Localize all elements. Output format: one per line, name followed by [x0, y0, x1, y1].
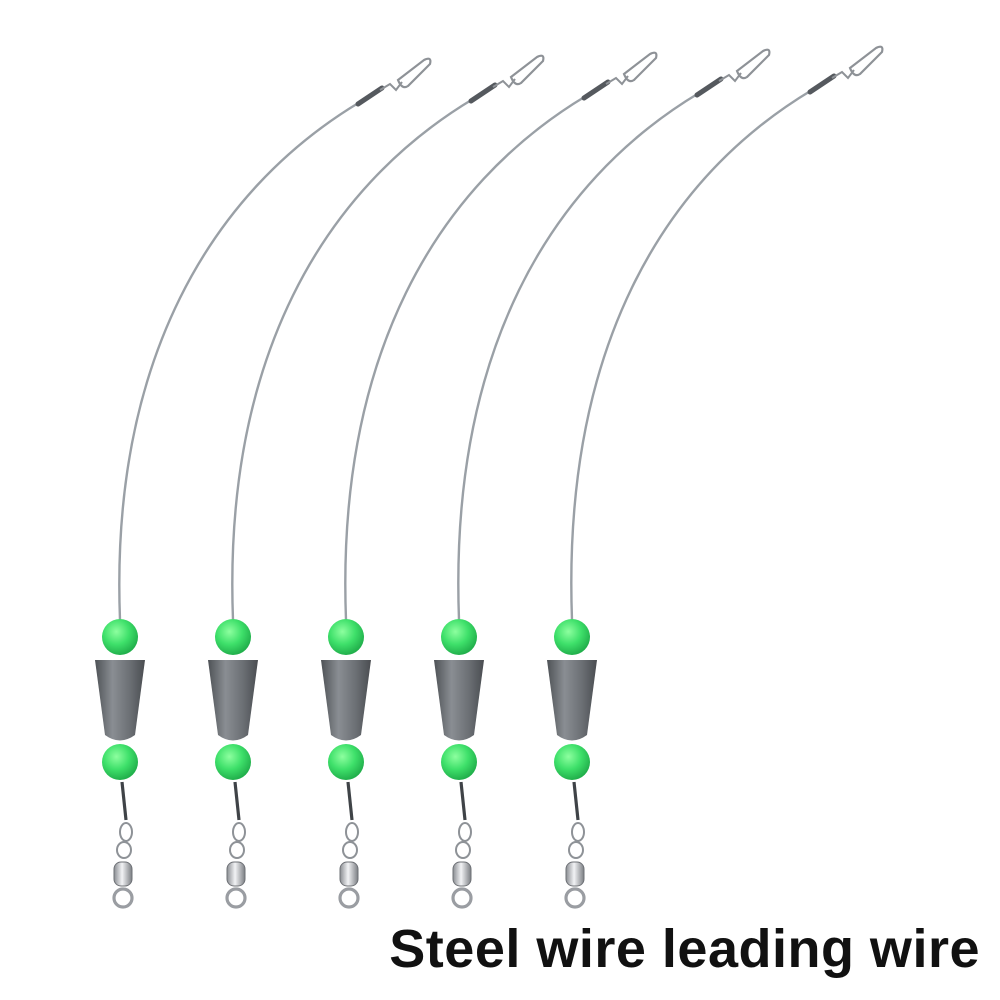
twisted-wire: [346, 781, 354, 821]
glow-bead-icon: [441, 619, 477, 655]
cone-sinker-icon: [208, 660, 258, 741]
twisted-wire: [459, 781, 467, 821]
leader-rig: [208, 54, 545, 909]
barrel-swivel-icon: [112, 822, 134, 909]
snap-clip-icon: [831, 45, 884, 80]
crimp-sleeve: [581, 79, 611, 101]
crimp-sleeve: [355, 85, 385, 107]
glow-bead-icon: [215, 744, 251, 780]
glow-bead-icon: [328, 619, 364, 655]
leader-rig: [95, 57, 432, 909]
glow-bead-icon: [102, 619, 138, 655]
wire-leader: [570, 88, 813, 621]
twisted-wire: [572, 781, 580, 821]
leader-rig: [321, 51, 658, 909]
barrel-swivel-icon: [338, 822, 360, 909]
wire-leader: [344, 94, 587, 621]
glow-bead-icon: [554, 744, 590, 780]
cone-sinker-icon: [321, 660, 371, 741]
cone-sinker-icon: [95, 660, 145, 741]
twisted-wire: [233, 781, 241, 821]
twisted-wire: [120, 781, 128, 821]
crimp-sleeve: [468, 82, 498, 104]
crimp-sleeve: [807, 73, 837, 95]
barrel-swivel-icon: [225, 822, 247, 909]
snap-clip-icon: [492, 54, 545, 89]
barrel-swivel-icon: [564, 822, 586, 909]
cone-sinker-icon: [434, 660, 484, 741]
barrel-swivel-icon: [451, 822, 473, 909]
leader-rig: [547, 45, 884, 909]
snap-clip-icon: [605, 51, 658, 86]
wire-leader: [231, 97, 474, 621]
cone-sinker-icon: [547, 660, 597, 741]
snap-clip-icon: [379, 57, 432, 92]
glow-bead-icon: [441, 744, 477, 780]
snap-clip-icon: [718, 48, 771, 83]
glow-bead-icon: [215, 619, 251, 655]
wire-leader: [457, 91, 700, 621]
crimp-sleeve: [694, 76, 724, 98]
caption: Steel wire leading wire: [389, 919, 980, 979]
glow-bead-icon: [102, 744, 138, 780]
glow-bead-icon: [554, 619, 590, 655]
leader-rig: [434, 48, 771, 909]
glow-bead-icon: [328, 744, 364, 780]
wire-leader: [118, 100, 361, 621]
